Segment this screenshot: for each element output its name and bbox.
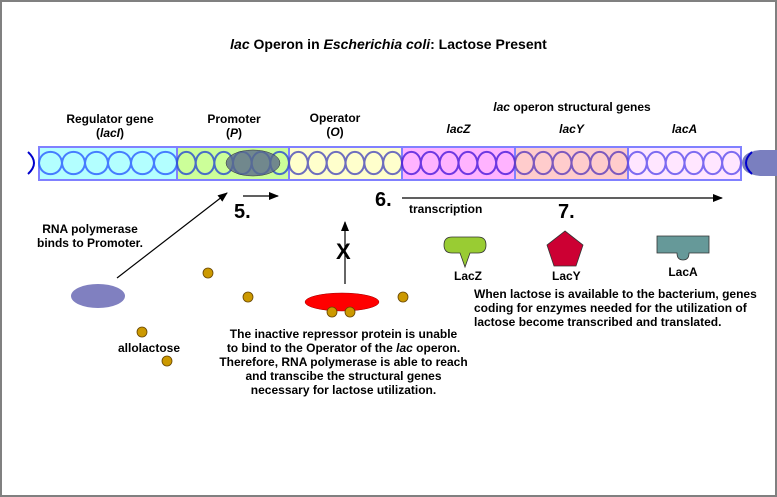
lacz-gene-text: lacZ	[446, 122, 471, 136]
rna-polymerase-caption-line: RNA polymerase	[42, 222, 138, 236]
promoter-symbol: (P)	[225, 126, 242, 140]
lacy-protein-icon	[546, 230, 584, 267]
structural-genes-header: lac operon structural genes	[402, 100, 742, 114]
regulator-gene-symbol: (lacI)	[95, 126, 124, 140]
allolactose-bound	[326, 306, 338, 318]
diagram-title: lac Operon in Escherichia coli: Lactose …	[0, 36, 777, 52]
step-7-label: 7.	[558, 201, 575, 223]
title-text: Operon in	[249, 36, 324, 52]
lacz-protein-label: LacZ	[454, 269, 483, 283]
rna-polymerase-caption: RNA polymerase binds to Promoter.	[30, 222, 150, 250]
lacy-protein-label: LacY	[552, 269, 581, 283]
promoter-label: Promoter (P)	[178, 112, 290, 140]
helix-strand-regulator-lower	[38, 162, 178, 176]
allolactose-molecule	[202, 267, 214, 279]
laci-symbol: lacI	[99, 126, 120, 140]
operator-name: Operator	[309, 111, 361, 125]
repressor-caption-line: necessary for lactose utilization.	[250, 383, 437, 397]
allolactose-molecule	[161, 355, 173, 367]
lactose-caption: When lactose is available to the bacteri…	[474, 287, 757, 329]
title-species: Escherichia coli	[323, 36, 431, 52]
o-symbol: O	[330, 125, 340, 139]
laca-protein-label: LacA	[668, 265, 698, 279]
repressor-caption-line: to bind to the Operator of the lac opero…	[206, 341, 481, 355]
lactose-caption-line: coding for enzymes needed for the utiliz…	[474, 301, 747, 315]
bound-rna-polymerase	[225, 149, 281, 177]
caption-lac: lac	[396, 341, 413, 355]
allolactose-label: allolactose	[118, 341, 181, 355]
caption-text: operon.	[412, 341, 461, 355]
allolactose-molecule	[136, 326, 148, 338]
promoter-name: Promoter	[207, 112, 261, 126]
allolactose-molecule	[397, 291, 409, 303]
structural-genes-text: operon structural genes	[509, 100, 651, 114]
helix-strand-operator-lower	[288, 162, 403, 176]
laca-protein-icon	[656, 235, 710, 261]
lacz-gene-label: lacZ	[402, 122, 515, 136]
helix-strand-lacY-lower	[514, 162, 629, 176]
rna-polymerase-transcribing	[742, 150, 777, 176]
lacy-gene-text: lacY	[559, 122, 584, 136]
repressor-caption-line: Therefore, RNA polymerase is able to rea…	[219, 355, 468, 369]
dna-end-right	[745, 151, 753, 175]
allolactose-molecule	[242, 291, 254, 303]
dna-end-left	[27, 151, 35, 175]
allolactose-bound	[344, 306, 356, 318]
operator-label: Operator (O)	[280, 111, 390, 139]
title-suffix: : Lactose Present	[430, 36, 547, 52]
repressor-caption: The inactive repressor protein is unable…	[206, 327, 481, 397]
helix-strand-lacA-lower	[627, 162, 742, 176]
blocked-mark: X	[336, 239, 351, 264]
repressor-caption-line: The inactive repressor protein is unable	[229, 327, 458, 341]
step-5-label: 5.	[234, 201, 251, 223]
lacy-gene-label: lacY	[515, 122, 628, 136]
transcription-label: transcription	[409, 202, 483, 216]
structural-genes-lac: lac	[493, 100, 510, 114]
laca-gene-text: lacA	[671, 122, 698, 136]
rna-polymerase	[71, 284, 125, 308]
laca-gene-label: lacA	[628, 122, 741, 136]
step-6-label: 6.	[375, 189, 392, 211]
binding-arrow	[116, 192, 228, 279]
operator-symbol: (O)	[326, 125, 344, 139]
repressor-caption-line: and transcibe the structural genes	[245, 369, 442, 383]
regulator-gene-label: Regulator gene (lacI)	[40, 112, 180, 140]
lacz-protein-icon	[443, 236, 487, 269]
allolactose-molecules	[136, 267, 409, 367]
rna-polymerase-caption-line: binds to Promoter.	[36, 236, 143, 250]
lactose-caption-line: When lactose is available to the bacteri…	[474, 287, 757, 301]
dna-helix	[38, 150, 742, 176]
p-symbol: P	[229, 126, 238, 140]
helix-strand-lacZ-lower	[401, 162, 516, 176]
caption-text: to bind to the Operator of the	[226, 341, 397, 355]
regulator-gene-name: Regulator gene	[66, 112, 154, 126]
title-lac: lac	[230, 36, 250, 52]
lactose-caption-line: lactose become transcribed and translate…	[474, 315, 722, 329]
inactive-repressor	[304, 292, 380, 312]
